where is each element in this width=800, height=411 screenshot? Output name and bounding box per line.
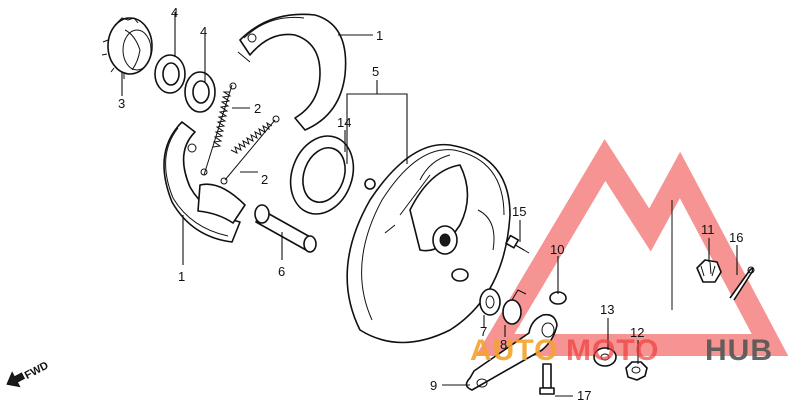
part-12-nut [625, 361, 648, 381]
fwd-direction-indicator: FWD [6, 360, 51, 388]
callout-10: 10 [550, 242, 564, 257]
callout-7: 7 [480, 324, 487, 339]
part-1-brake-shoe-upper [237, 13, 347, 131]
part-2-spring-b [220, 115, 280, 185]
part-4-washer-b [184, 71, 216, 113]
fwd-arrow-icon [6, 371, 26, 388]
callout-1-upper: 1 [376, 28, 383, 43]
part-2-spring-a [200, 82, 237, 176]
part-5-brake-panel [346, 143, 511, 344]
callout-9: 9 [430, 378, 437, 393]
callout-11: 11 [701, 222, 715, 237]
part-4-washer-a [154, 54, 186, 94]
callout-8: 8 [500, 337, 507, 352]
callout-2-upper: 2 [254, 101, 261, 116]
fwd-label: FWD [23, 360, 51, 382]
callout-14: 14 [337, 115, 351, 130]
callout-15: 15 [512, 204, 526, 219]
part-11-castle-nut [696, 259, 722, 283]
leader-lines [121, 12, 738, 397]
part-13-washer [593, 347, 617, 367]
part-15-bolt [505, 234, 530, 254]
callout-12: 12 [630, 325, 644, 340]
part-14-seal [289, 135, 355, 215]
part-3-speedometer-gear [101, 17, 153, 79]
part-9-brake-arm [465, 313, 558, 391]
callout-13: 13 [600, 302, 614, 317]
callout-4-left: 4 [171, 5, 178, 20]
part-16-cotter-pin [729, 266, 755, 301]
part-17-bolt [539, 363, 555, 395]
watermark-text: AUTO MOTO HUB [470, 334, 773, 367]
watermark-auto: AUTO [470, 334, 558, 367]
callout-17: 17 [577, 388, 591, 403]
part-1-brake-shoe-lower [163, 121, 246, 243]
watermark-moto: MOTO [566, 334, 659, 367]
callout-1-lower: 1 [178, 269, 185, 284]
watermark-hub: HUB [705, 334, 773, 367]
watermark-logo [475, 139, 789, 356]
part-7-washer [479, 288, 501, 316]
part-6-brake-cam [254, 204, 317, 253]
callout-2-lower: 2 [261, 172, 268, 187]
part-8-wear-indicator [502, 289, 527, 325]
callout-16: 16 [729, 230, 743, 245]
callout-3: 3 [118, 96, 125, 111]
callout-6: 6 [278, 264, 285, 279]
callout-5: 5 [372, 64, 379, 79]
callout-4-right: 4 [200, 24, 207, 39]
